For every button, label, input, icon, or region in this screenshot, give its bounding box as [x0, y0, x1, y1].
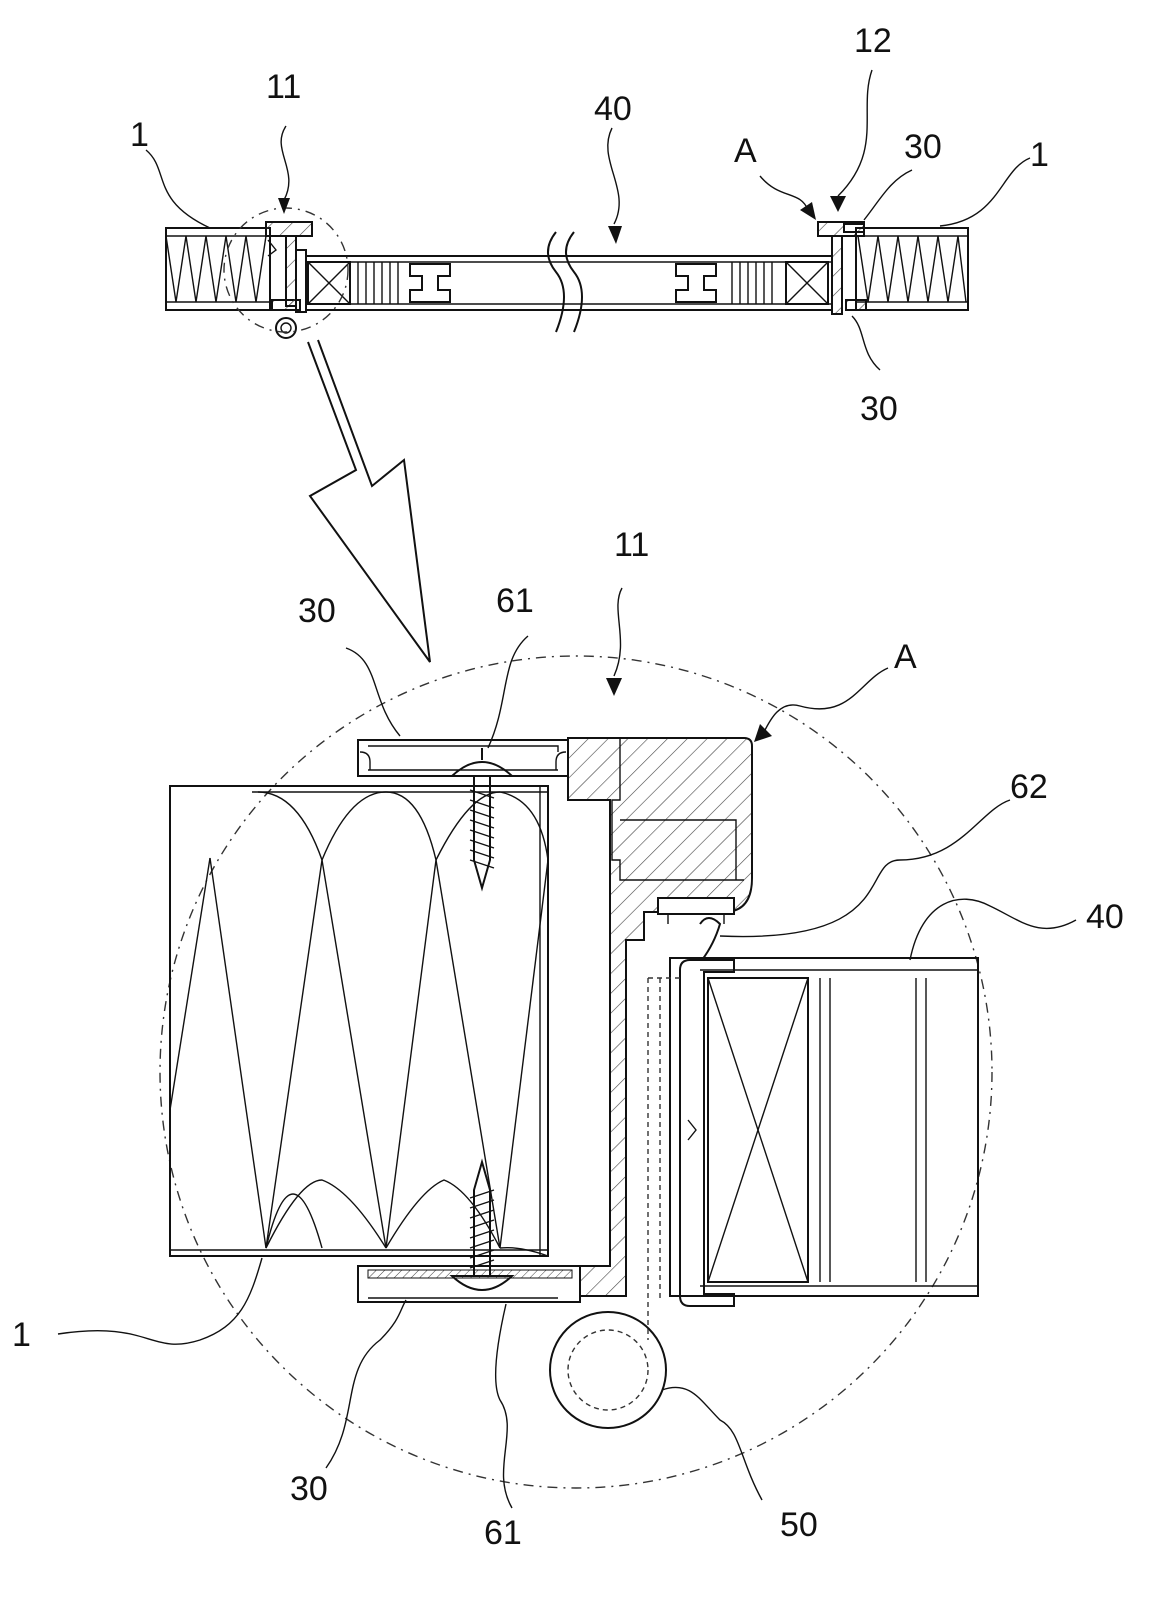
right-wall-panel	[856, 228, 968, 310]
leader-11-detail	[614, 588, 622, 676]
door-leaf-detail	[670, 958, 978, 1306]
leader-61-bottom	[496, 1304, 512, 1508]
label-1-top-right: 1	[1030, 136, 1049, 174]
arrow-11-detail	[606, 678, 622, 696]
arrow-11-top	[278, 198, 290, 214]
label-11-detail: 11	[614, 526, 649, 564]
leader-30-top-right	[864, 170, 912, 220]
arrow-A-detail	[754, 724, 772, 742]
leader-62	[720, 800, 1010, 937]
seal-62	[700, 918, 720, 960]
overview-section	[146, 70, 1030, 662]
leader-1-right	[940, 158, 1030, 226]
label-40-detail: 40	[1086, 898, 1124, 936]
detail-section	[58, 588, 1076, 1508]
label-30-top-right: 30	[904, 128, 942, 166]
label-30-bottom-right: 30	[860, 390, 898, 428]
bottom-bracket	[358, 1266, 580, 1302]
label-50: 50	[780, 1506, 818, 1544]
label-62: 62	[1010, 768, 1048, 806]
left-wall-panel	[166, 228, 270, 310]
leader-30-bottom-right	[852, 316, 880, 370]
leader-40-detail	[910, 899, 1076, 960]
arrow-12	[830, 196, 846, 212]
leader-50	[662, 1387, 762, 1500]
label-30-detail-bottom: 30	[290, 1470, 328, 1508]
label-30-detail-top: 30	[298, 592, 336, 630]
leader-30-detail-top	[346, 648, 400, 736]
top-bracket	[358, 740, 568, 776]
label-61-bottom: 61	[484, 1514, 522, 1552]
label-40: 40	[594, 90, 632, 128]
label-1-detail: 1	[12, 1316, 31, 1354]
label-1-top-left: 1	[130, 116, 149, 154]
leader-30-detail-bottom	[326, 1300, 406, 1468]
label-11-top: 11	[266, 68, 301, 106]
leader-11-top	[281, 126, 289, 200]
arrow-40	[608, 226, 622, 244]
label-61-top: 61	[496, 582, 534, 620]
leader-61-top	[488, 636, 528, 748]
door-leaf-overview	[306, 232, 832, 332]
leader-A-detail	[764, 668, 888, 732]
leader-40	[608, 128, 619, 224]
label-A-top: A	[734, 132, 757, 170]
leader-A-top	[760, 176, 808, 210]
label-12: 12	[854, 22, 892, 60]
leader-1-left	[146, 150, 210, 228]
leader-12	[838, 70, 872, 196]
leader-1-detail	[58, 1258, 262, 1344]
arrow-A-top	[800, 202, 816, 220]
label-A-detail: A	[894, 638, 917, 676]
